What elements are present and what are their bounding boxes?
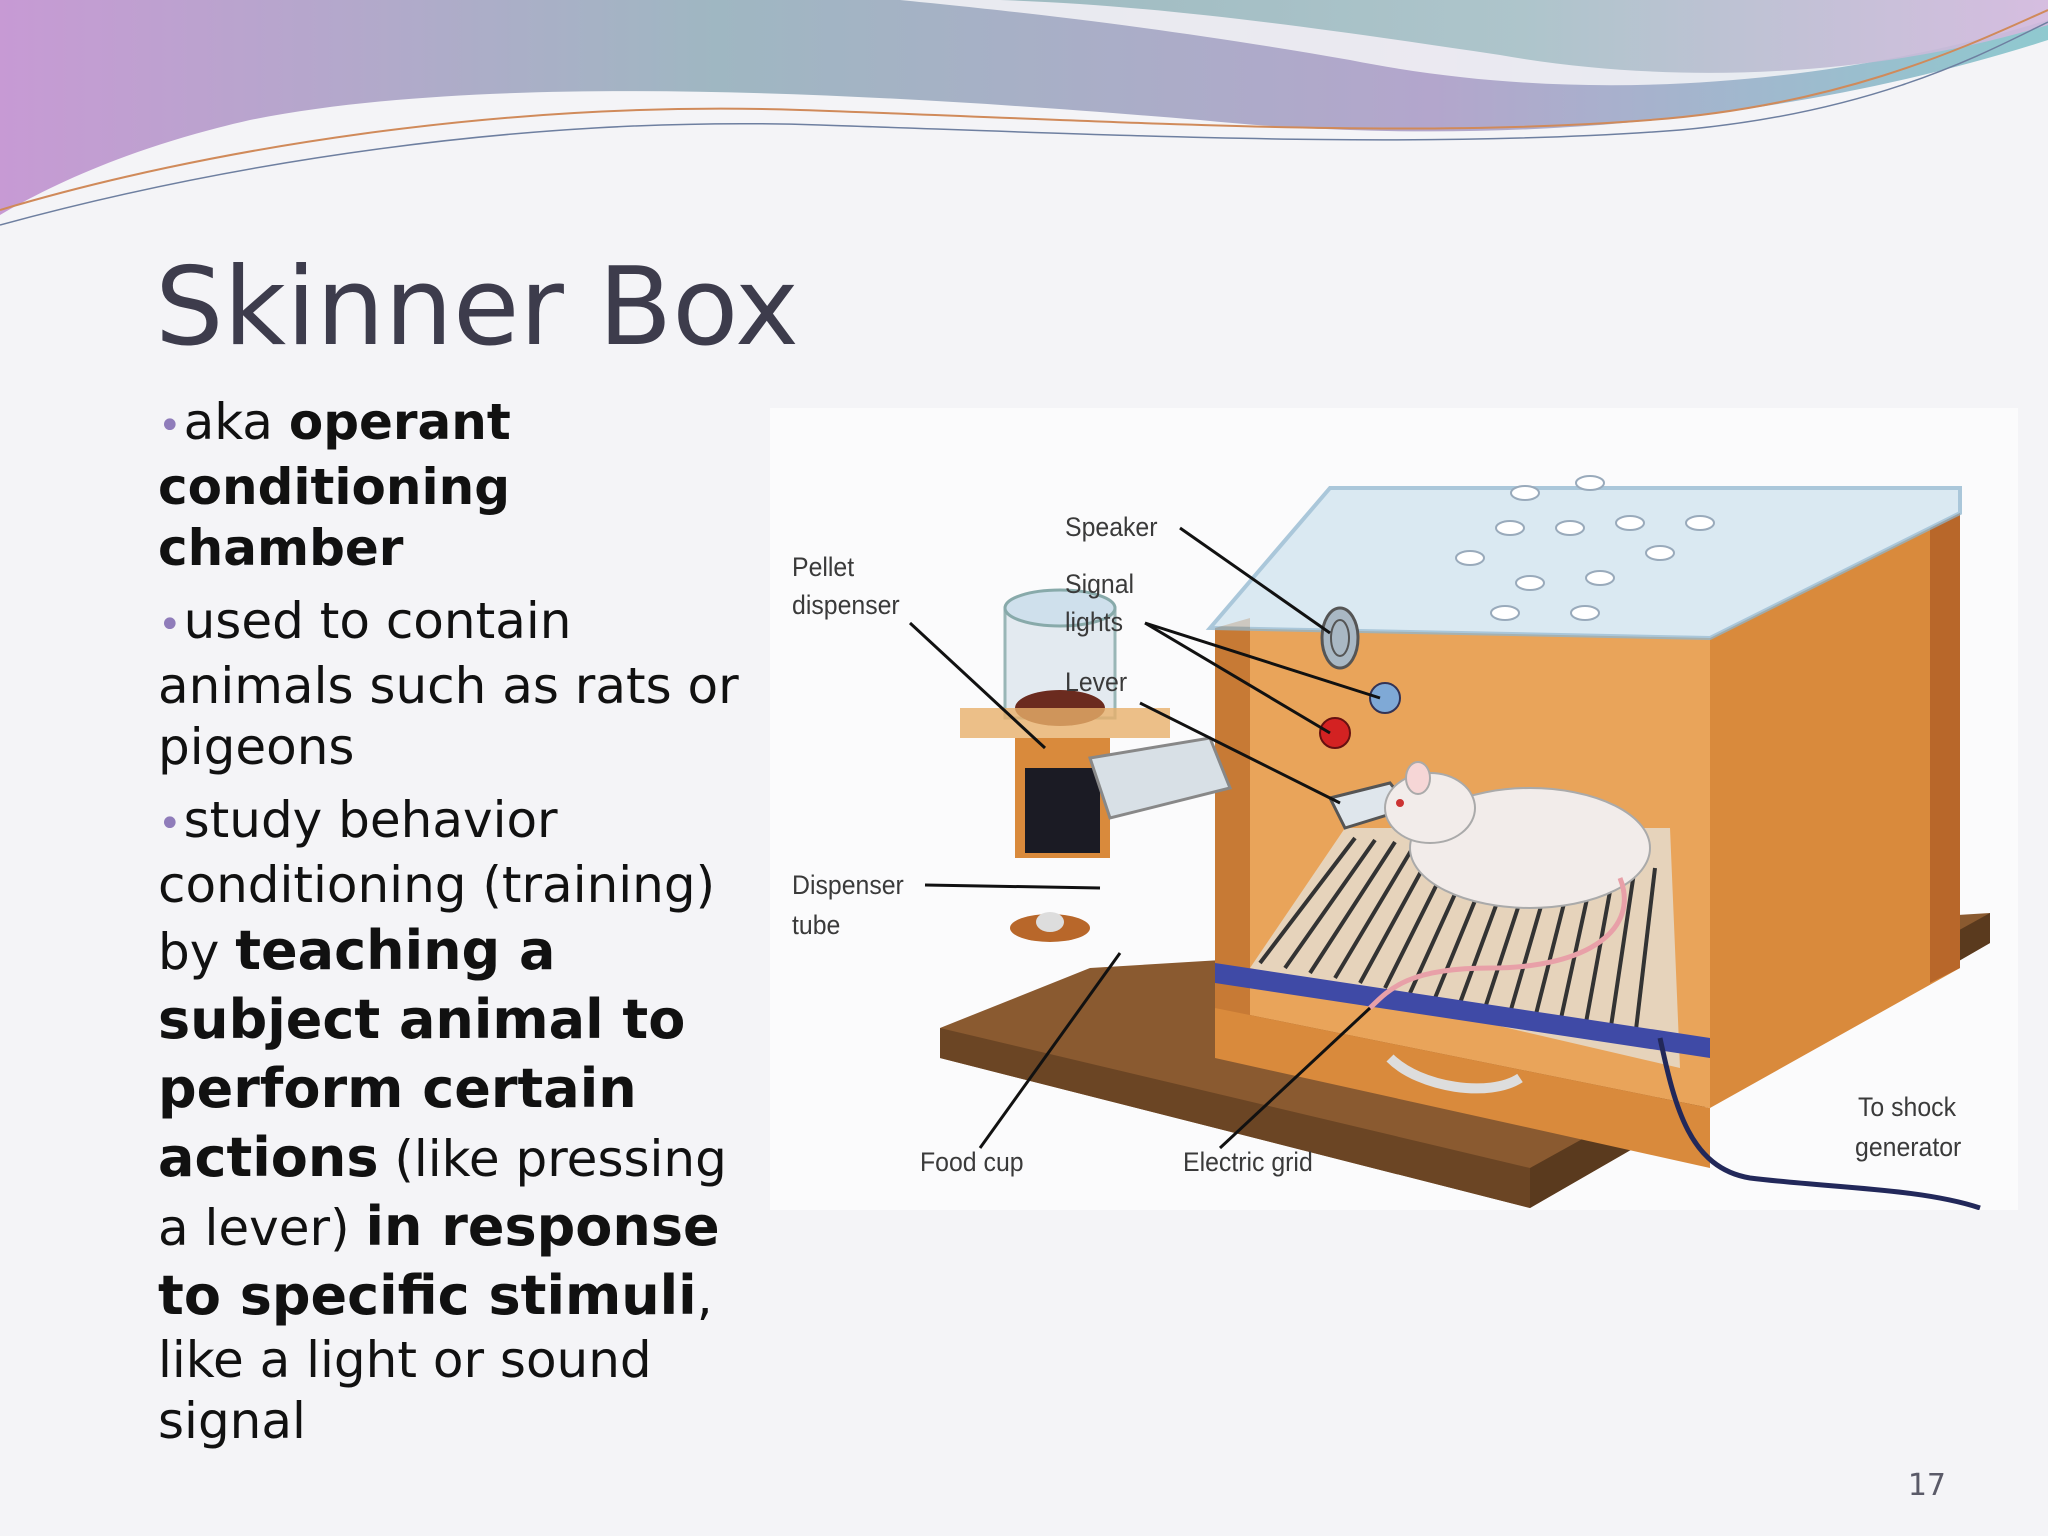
- label-pellet-1: Pellet: [792, 552, 855, 582]
- label-dispenser-tube-1: Dispenser: [792, 870, 904, 900]
- shock-cable: [1657, 1037, 1981, 1211]
- bullet-dot: •: [158, 403, 182, 449]
- bullet-item-2: •used to contain animals such as rats or…: [158, 591, 758, 778]
- skinner-box-drawing: [770, 408, 2018, 1211]
- signal-light-red: [1319, 717, 1351, 749]
- label-pellet-2: dispenser: [792, 590, 900, 620]
- bullet-text-bold: in response to specific stimuli: [158, 1195, 720, 1327]
- bullet-item-1: •aka operant conditioning chamber: [158, 392, 758, 579]
- label-electric-grid: Electric grid: [1183, 1147, 1313, 1177]
- dispenser-tube: [1088, 736, 1233, 820]
- label-food-cup: Food cup: [920, 1147, 1024, 1177]
- header-wave-decoration: [0, 0, 2048, 226]
- speaker: [1320, 606, 1360, 670]
- rat: [1368, 761, 1651, 1010]
- bullet-text: used to contain animals such as rats or …: [158, 592, 739, 776]
- label-signal-lights-1: Signal: [1065, 569, 1135, 599]
- slide-title: Skinner Box: [155, 245, 799, 370]
- page-number: 17: [1907, 1468, 1946, 1503]
- label-signal-lights-2: lights: [1065, 607, 1123, 637]
- pellet-dispenser: [960, 588, 1170, 942]
- bullet-text-bold: teaching a subject animal to perform cer…: [158, 919, 686, 1189]
- skinner-box-illustration: Speaker Signal lights Lever Pellet dispe…: [770, 408, 2018, 1211]
- leader-lines: [908, 526, 1381, 1150]
- label-dispenser-tube-2: tube: [792, 910, 841, 940]
- bullet-item-3: •study behavior conditioning (training) …: [158, 790, 758, 1452]
- label-shock-2: generator: [1855, 1132, 1962, 1162]
- label-lever: Lever: [1065, 667, 1128, 697]
- bullet-dot: •: [158, 602, 182, 648]
- label-shock-1: To shock: [1858, 1092, 1957, 1122]
- bullet-text: , like a light or sound signal: [158, 1268, 713, 1450]
- label-speaker: Speaker: [1065, 512, 1158, 542]
- bullet-text: aka: [183, 393, 289, 451]
- bullet-list: •aka operant conditioning chamber •used …: [158, 392, 758, 1464]
- bullet-text-bold: operant conditioning chamber: [158, 393, 511, 577]
- air-holes: [1455, 475, 1715, 621]
- bullet-text: study behavior conditioning (training) b…: [158, 791, 716, 981]
- bullet-text: (like pressing a lever): [158, 1130, 727, 1257]
- bullet-dot: •: [158, 801, 182, 847]
- signal-light-blue: [1369, 682, 1401, 714]
